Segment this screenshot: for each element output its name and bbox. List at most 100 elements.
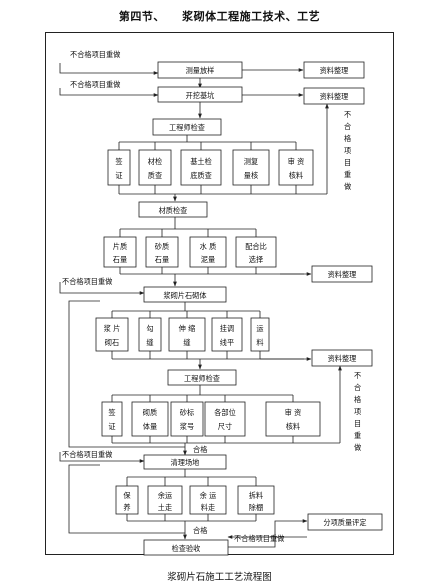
svg-text:料: 料 [256,338,263,347]
svg-text:水 质: 水 质 [200,242,217,251]
svg-text:砂标: 砂标 [180,408,194,417]
g4-item-0: 签 证 [101,401,123,437]
node-docs-4: 资料整理 [311,349,373,367]
svg-text:养: 养 [123,503,130,512]
g4-item-1: 砌质 体量 [131,401,169,437]
g3-item-4: 运 料 [250,317,270,352]
g2-item-0: 片质 石量 [103,236,137,268]
svg-text:除棚: 除棚 [249,503,263,512]
figure-caption: 浆砌片石施工工艺流程图 [167,572,272,583]
g3-item-0: 浆 片 砌石 [95,317,129,352]
redo-loop-3 [59,282,145,295]
label-redo-5: 不合格项目重做 [62,450,112,459]
redo-loop-2 [59,88,159,97]
g5-item-2: 余 运 料走 [189,485,227,515]
svg-text:伸 缩: 伸 缩 [179,324,196,333]
bus-material-top [119,217,257,237]
svg-text:选择: 选择 [249,255,263,264]
bus-site-top [126,469,257,486]
bus-group2-bottom [119,267,304,275]
svg-text:尺寸: 尺寸 [218,422,232,431]
svg-text:泥量: 泥量 [201,255,215,264]
g3-item-1: 勾 缝 [138,317,162,352]
svg-text:底质查: 底质查 [190,171,212,180]
g4-item-2: 砂标 浆号 [170,401,204,437]
bus-masonry-top [111,302,261,318]
svg-text:证: 证 [115,171,122,180]
bus-group5-bottom [126,514,257,522]
svg-text:体量: 体量 [143,422,157,431]
node-measure: 测量放样 [157,61,243,79]
bus-check1-top [119,135,296,143]
g3-item-2: 伸 缩 缝 [168,317,206,352]
node-quality-eval: 分项质量评定 [307,513,383,531]
svg-text:线平: 线平 [220,338,234,347]
g3-item-3: 挂调 线平 [211,317,243,352]
svg-text:工程师检查: 工程师检查 [169,123,205,132]
svg-text:石量: 石量 [155,255,169,264]
bus-group3-bottom [111,351,304,360]
svg-text:审 资: 审 资 [285,408,302,417]
svg-text:资料整理: 资料整理 [320,66,349,75]
node-material-check: 材质检查 [138,201,208,218]
svg-text:砌石: 砌石 [105,338,119,347]
svg-text:审 资: 审 资 [288,157,305,166]
node-site-clean: 清理场地 [143,454,227,470]
svg-text:土走: 土走 [158,503,172,512]
bus-check2-top [111,385,294,402]
svg-text:浆号: 浆号 [180,422,194,431]
g4-item-3: 各部位 尺寸 [204,401,246,437]
g2-item-2: 水 质 泥量 [189,236,227,268]
svg-text:各部位: 各部位 [214,408,236,417]
label-redo-1: 不合格项目重做 [70,50,120,59]
g4-item-4: 审 资 核料 [265,401,321,437]
label-redo-vertical-1: 不合格项目重做 [344,110,352,191]
svg-text:勾: 勾 [146,324,153,333]
g2-item-1: 砂质 石量 [145,236,179,268]
svg-text:砌质: 砌质 [143,408,157,417]
svg-text:资料整理: 资料整理 [320,92,349,101]
bus-group4-bottom [111,436,340,444]
g1-item-0: 签 证 [107,149,131,186]
svg-text:核料: 核料 [289,171,303,180]
node-eng-check-2: 工程师检查 [167,369,237,386]
g1-item-1: 材检 质查 [138,149,172,186]
svg-text:浆砌片石砌体: 浆砌片石砌体 [163,291,206,300]
svg-text:签: 签 [108,408,115,417]
g2-item-3: 配合比 选择 [235,236,277,268]
redo-loop-1 [59,63,159,75]
svg-text:测复: 测复 [244,157,258,166]
svg-text:开挖基坑: 开挖基坑 [186,91,215,100]
svg-text:余运: 余运 [158,491,172,500]
svg-text:石量: 石量 [113,255,127,264]
label-pass-2: 合格 [193,526,208,535]
svg-text:分项质量评定: 分项质量评定 [323,518,366,527]
label-redo-vertical-2: 不合格项目重做 [354,371,362,452]
svg-text:量核: 量核 [244,171,258,180]
g5-item-0: 保 养 [115,485,139,515]
svg-text:余 运: 余 运 [200,491,217,500]
svg-text:料走: 料走 [201,503,215,512]
g1-item-3: 测复 量核 [232,149,270,186]
svg-text:砂质: 砂质 [155,242,169,251]
svg-text:挂调: 挂调 [220,324,234,333]
svg-text:配合比: 配合比 [245,242,267,251]
node-docs-3: 资料整理 [311,265,373,283]
svg-text:材检: 材检 [148,157,162,166]
label-redo-2: 不合格项目重做 [70,80,120,89]
bus-group1-bottom [118,185,327,195]
redo-loop-6 [68,464,185,534]
svg-text:签: 签 [115,157,122,166]
svg-text:资料整理: 资料整理 [328,270,357,279]
svg-text:保: 保 [123,491,131,500]
g5-item-1: 余运 土走 [147,485,183,515]
label-pass-1: 合格 [193,445,208,454]
label-redo-3: 不合格项目重做 [62,277,112,286]
svg-text:资料整理: 资料整理 [328,354,357,363]
node-docs-1: 资料整理 [303,61,365,79]
redo-loop-4 [68,300,185,448]
svg-text:运: 运 [256,324,263,333]
svg-text:检查验收: 检查验收 [172,544,201,553]
svg-text:测量放样: 测量放样 [186,66,215,75]
